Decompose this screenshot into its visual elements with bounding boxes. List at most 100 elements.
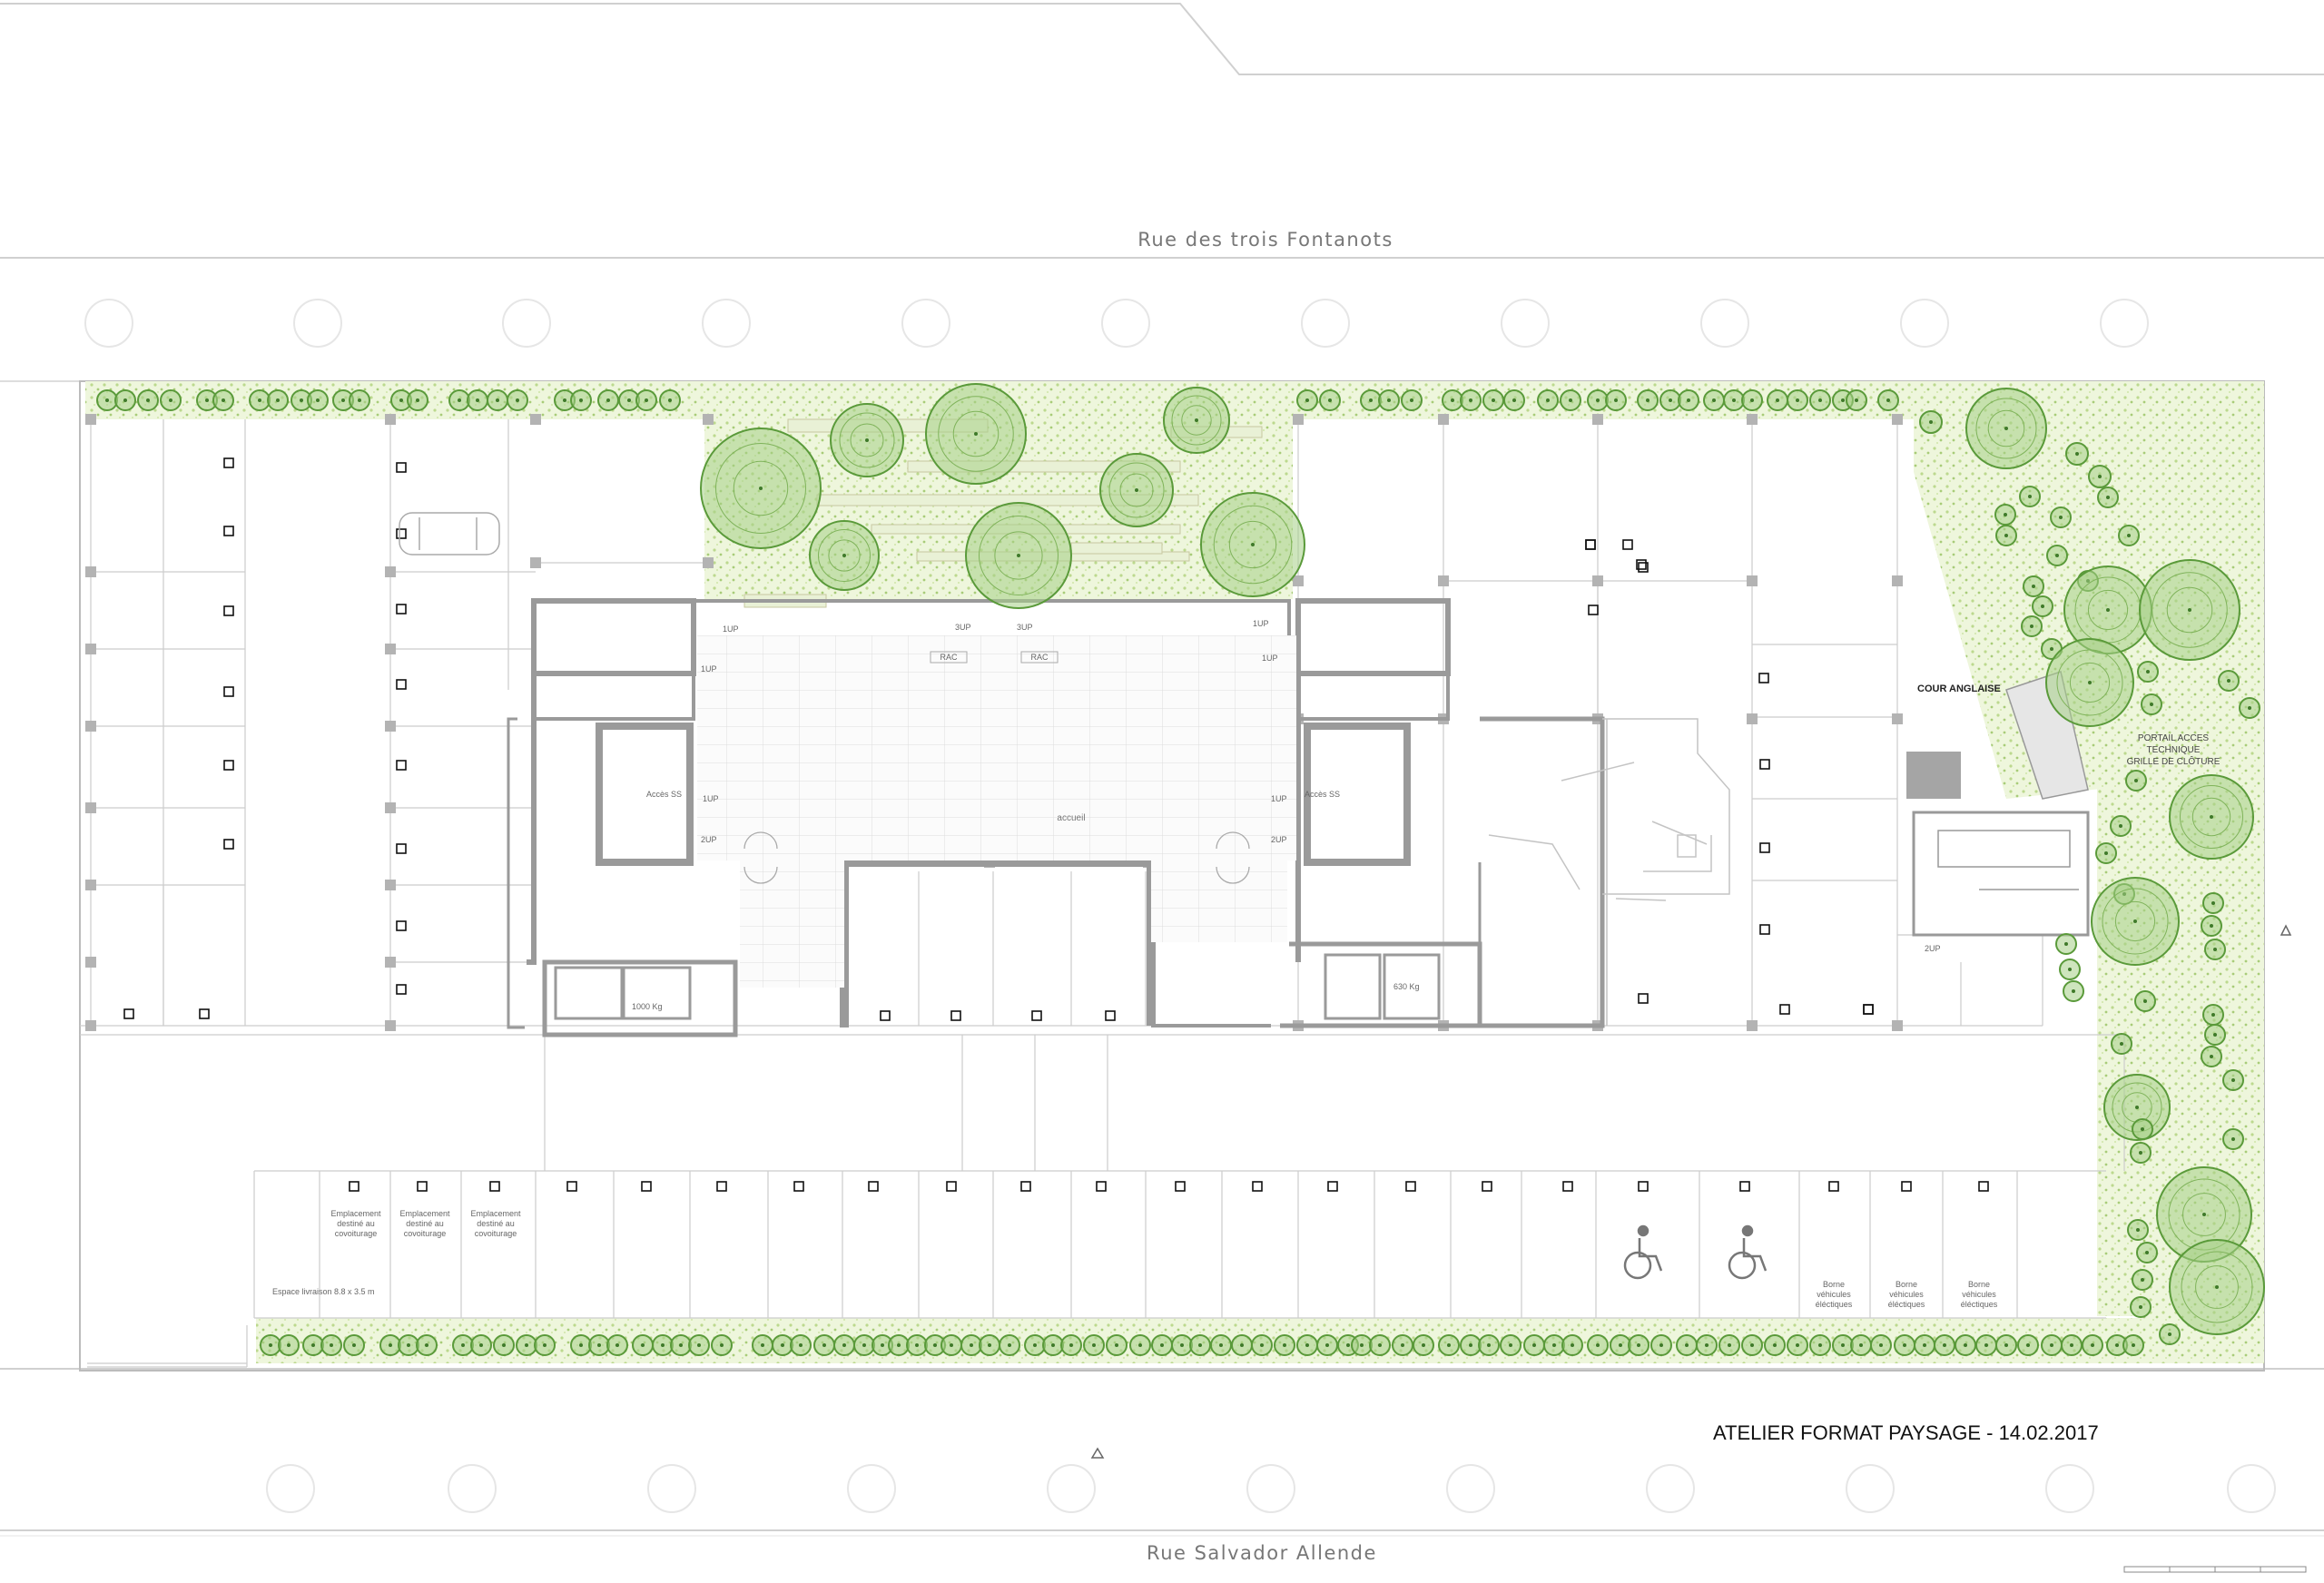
- tree-icon: [1129, 1334, 1151, 1356]
- tree-icon: [1460, 389, 1482, 411]
- parking-marker-icon: [1020, 1181, 1031, 1192]
- tree-icon: [1251, 1334, 1273, 1356]
- tree-icon: [1832, 1334, 1854, 1356]
- tree-icon: [2050, 506, 2072, 528]
- column-icon: [703, 414, 714, 425]
- tree-icon: [2137, 661, 2159, 683]
- tree-icon: [1650, 1334, 1672, 1356]
- covoiturage-label: covoiturage: [475, 1229, 517, 1238]
- column-icon: [1592, 414, 1603, 425]
- column-icon: [385, 957, 396, 968]
- tree-icon: [1478, 1334, 1500, 1356]
- tree-icon: [570, 1334, 592, 1356]
- column-icon: [1892, 414, 1903, 425]
- column-icon: [1892, 1020, 1903, 1031]
- ghost-tree-icon: [2045, 1464, 2094, 1513]
- label-up-8: 2UP: [1271, 835, 1287, 844]
- parking-marker-icon: [1175, 1181, 1186, 1192]
- tree-icon: [1787, 389, 1808, 411]
- tree-icon: [872, 1334, 893, 1356]
- ghost-tree-icon: [1101, 299, 1150, 348]
- wheelchair-icon: [1623, 1224, 1663, 1280]
- parking-marker-icon: [868, 1181, 879, 1192]
- tree-icon: [2239, 697, 2260, 719]
- covoiturage-label: Emplacement: [470, 1209, 521, 1218]
- label-up-9: 3UP: [955, 623, 971, 632]
- tree-icon: [1741, 389, 1763, 411]
- label-up-10: 3UP: [1017, 623, 1033, 632]
- tree-icon: [2021, 615, 2043, 637]
- parking-marker-icon: [950, 1010, 961, 1021]
- parking-marker-icon: [641, 1181, 652, 1192]
- tree-icon: [1850, 1334, 1872, 1356]
- scale-bar: [2123, 1566, 2307, 1573]
- column-icon: [385, 644, 396, 654]
- tree-icon: [1460, 1334, 1482, 1356]
- column-icon: [530, 414, 541, 425]
- access-lines: [1488, 718, 1730, 1026]
- tree-icon: [1163, 387, 1230, 454]
- wheelchair-icon: [1728, 1224, 1768, 1280]
- parking-marker-icon: [880, 1010, 891, 1021]
- street-label-south: Rue Salvador Allende: [1147, 1542, 1377, 1564]
- tree-icon: [659, 389, 681, 411]
- tree-icon: [2127, 1219, 2149, 1241]
- tree-icon: [1894, 1334, 1915, 1356]
- borne-label: Borne: [1896, 1280, 1917, 1289]
- tree-icon: [2082, 1334, 2103, 1356]
- tree-icon: [407, 389, 428, 411]
- tree-icon: [2139, 559, 2240, 661]
- column-icon: [385, 566, 396, 577]
- label-cour-anglaise: COUR ANGLAISE: [1917, 683, 2001, 694]
- parking-marker-icon: [1622, 539, 1633, 550]
- tree-icon: [1587, 389, 1609, 411]
- tree-icon: [2103, 1074, 2171, 1141]
- tree-icon: [960, 1334, 982, 1356]
- column-icon: [385, 414, 396, 425]
- column-icon: [530, 557, 541, 568]
- label-rac-right: RAC: [1030, 653, 1049, 662]
- parking-marker-icon: [1638, 993, 1649, 1004]
- tree-icon: [1438, 1334, 1460, 1356]
- column-icon: [1747, 414, 1758, 425]
- tree-icon: [1537, 389, 1559, 411]
- tree-icon: [752, 1334, 773, 1356]
- ghost-tree-icon: [647, 1464, 696, 1513]
- tree-icon: [2141, 693, 2162, 715]
- tree-icon: [1024, 1334, 1046, 1356]
- parking-marker-icon: [1638, 562, 1649, 573]
- column-icon: [85, 644, 96, 654]
- borne-label: Borne: [1968, 1280, 1990, 1289]
- covoiturage-label: destiné au: [337, 1219, 375, 1228]
- column-icon: [1747, 575, 1758, 586]
- tree-icon: [1151, 1334, 1173, 1356]
- tree-icon: [1413, 1334, 1434, 1356]
- column-icon: [85, 880, 96, 890]
- tree-icon: [2059, 959, 2081, 980]
- street-label-north: Rue des trois Fontanots: [1137, 229, 1393, 251]
- door-swings: [743, 831, 1250, 884]
- parking-marker-icon: [223, 686, 234, 697]
- tree-icon: [772, 1334, 793, 1356]
- atelier-credit: ATELIER FORMAT PAYSAGE - 14.02.2017: [1713, 1421, 2099, 1444]
- tree-icon: [906, 1334, 928, 1356]
- tree-icon: [114, 389, 136, 411]
- tree-icon: [2202, 892, 2224, 914]
- parking-marker-icon: [1638, 1181, 1649, 1192]
- label-lift-right: 630 Kg: [1393, 982, 1420, 991]
- tree-icon: [632, 1334, 654, 1356]
- tree-icon: [809, 520, 880, 591]
- borne-label: Borne: [1823, 1280, 1845, 1289]
- parking-marker-icon: [1759, 842, 1770, 853]
- parking-marker-icon: [1105, 1010, 1116, 1021]
- tree-icon: [1919, 410, 1943, 434]
- parking-marker-icon: [396, 760, 407, 771]
- trees: [96, 383, 2265, 1356]
- ghost-tree-icon: [84, 299, 133, 348]
- tree-icon: [2222, 1128, 2244, 1150]
- parking-marker-icon: [1585, 539, 1596, 550]
- tree-icon: [160, 389, 182, 411]
- parking-marker-icon: [716, 1181, 727, 1192]
- tree-icon: [1934, 1334, 1955, 1356]
